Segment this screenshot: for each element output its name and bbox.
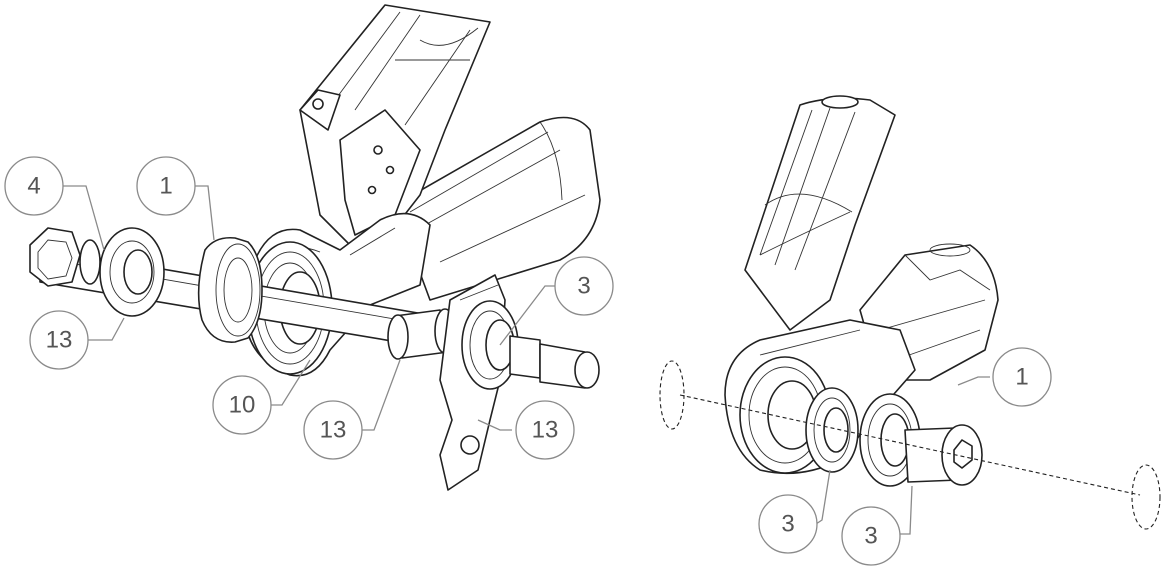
bearing-right-a <box>805 387 859 473</box>
callout-13: 13 <box>532 417 559 444</box>
callout-4: 4 <box>27 173 40 200</box>
spacer-mid <box>387 308 456 360</box>
bearing-left <box>197 236 263 343</box>
left-exploded-view <box>29 4 601 491</box>
washer-left <box>99 227 165 317</box>
callout-13: 13 <box>46 327 73 354</box>
seatstay-right <box>744 95 896 331</box>
seatstay <box>299 4 491 251</box>
callout-10: 10 <box>229 392 256 419</box>
phantom-circle-left <box>659 360 685 430</box>
callout-3: 3 <box>781 511 794 538</box>
callout-1: 1 <box>159 173 172 200</box>
callout-13: 13 <box>320 417 347 444</box>
callout-1: 1 <box>1015 364 1028 391</box>
callout-3: 3 <box>577 273 590 300</box>
pivot-bolt <box>904 424 983 486</box>
phantom-circle-right <box>1131 464 1161 530</box>
chainstay-tube <box>394 116 601 301</box>
bolt-head <box>29 227 101 287</box>
callouts: 4 1 13 10 13 13 3 1 3 3 <box>4 156 1052 566</box>
callout-3: 3 <box>864 523 877 550</box>
axle-end-pin <box>509 335 600 389</box>
axis-line <box>679 394 1141 496</box>
right-exploded-view <box>659 95 1161 530</box>
